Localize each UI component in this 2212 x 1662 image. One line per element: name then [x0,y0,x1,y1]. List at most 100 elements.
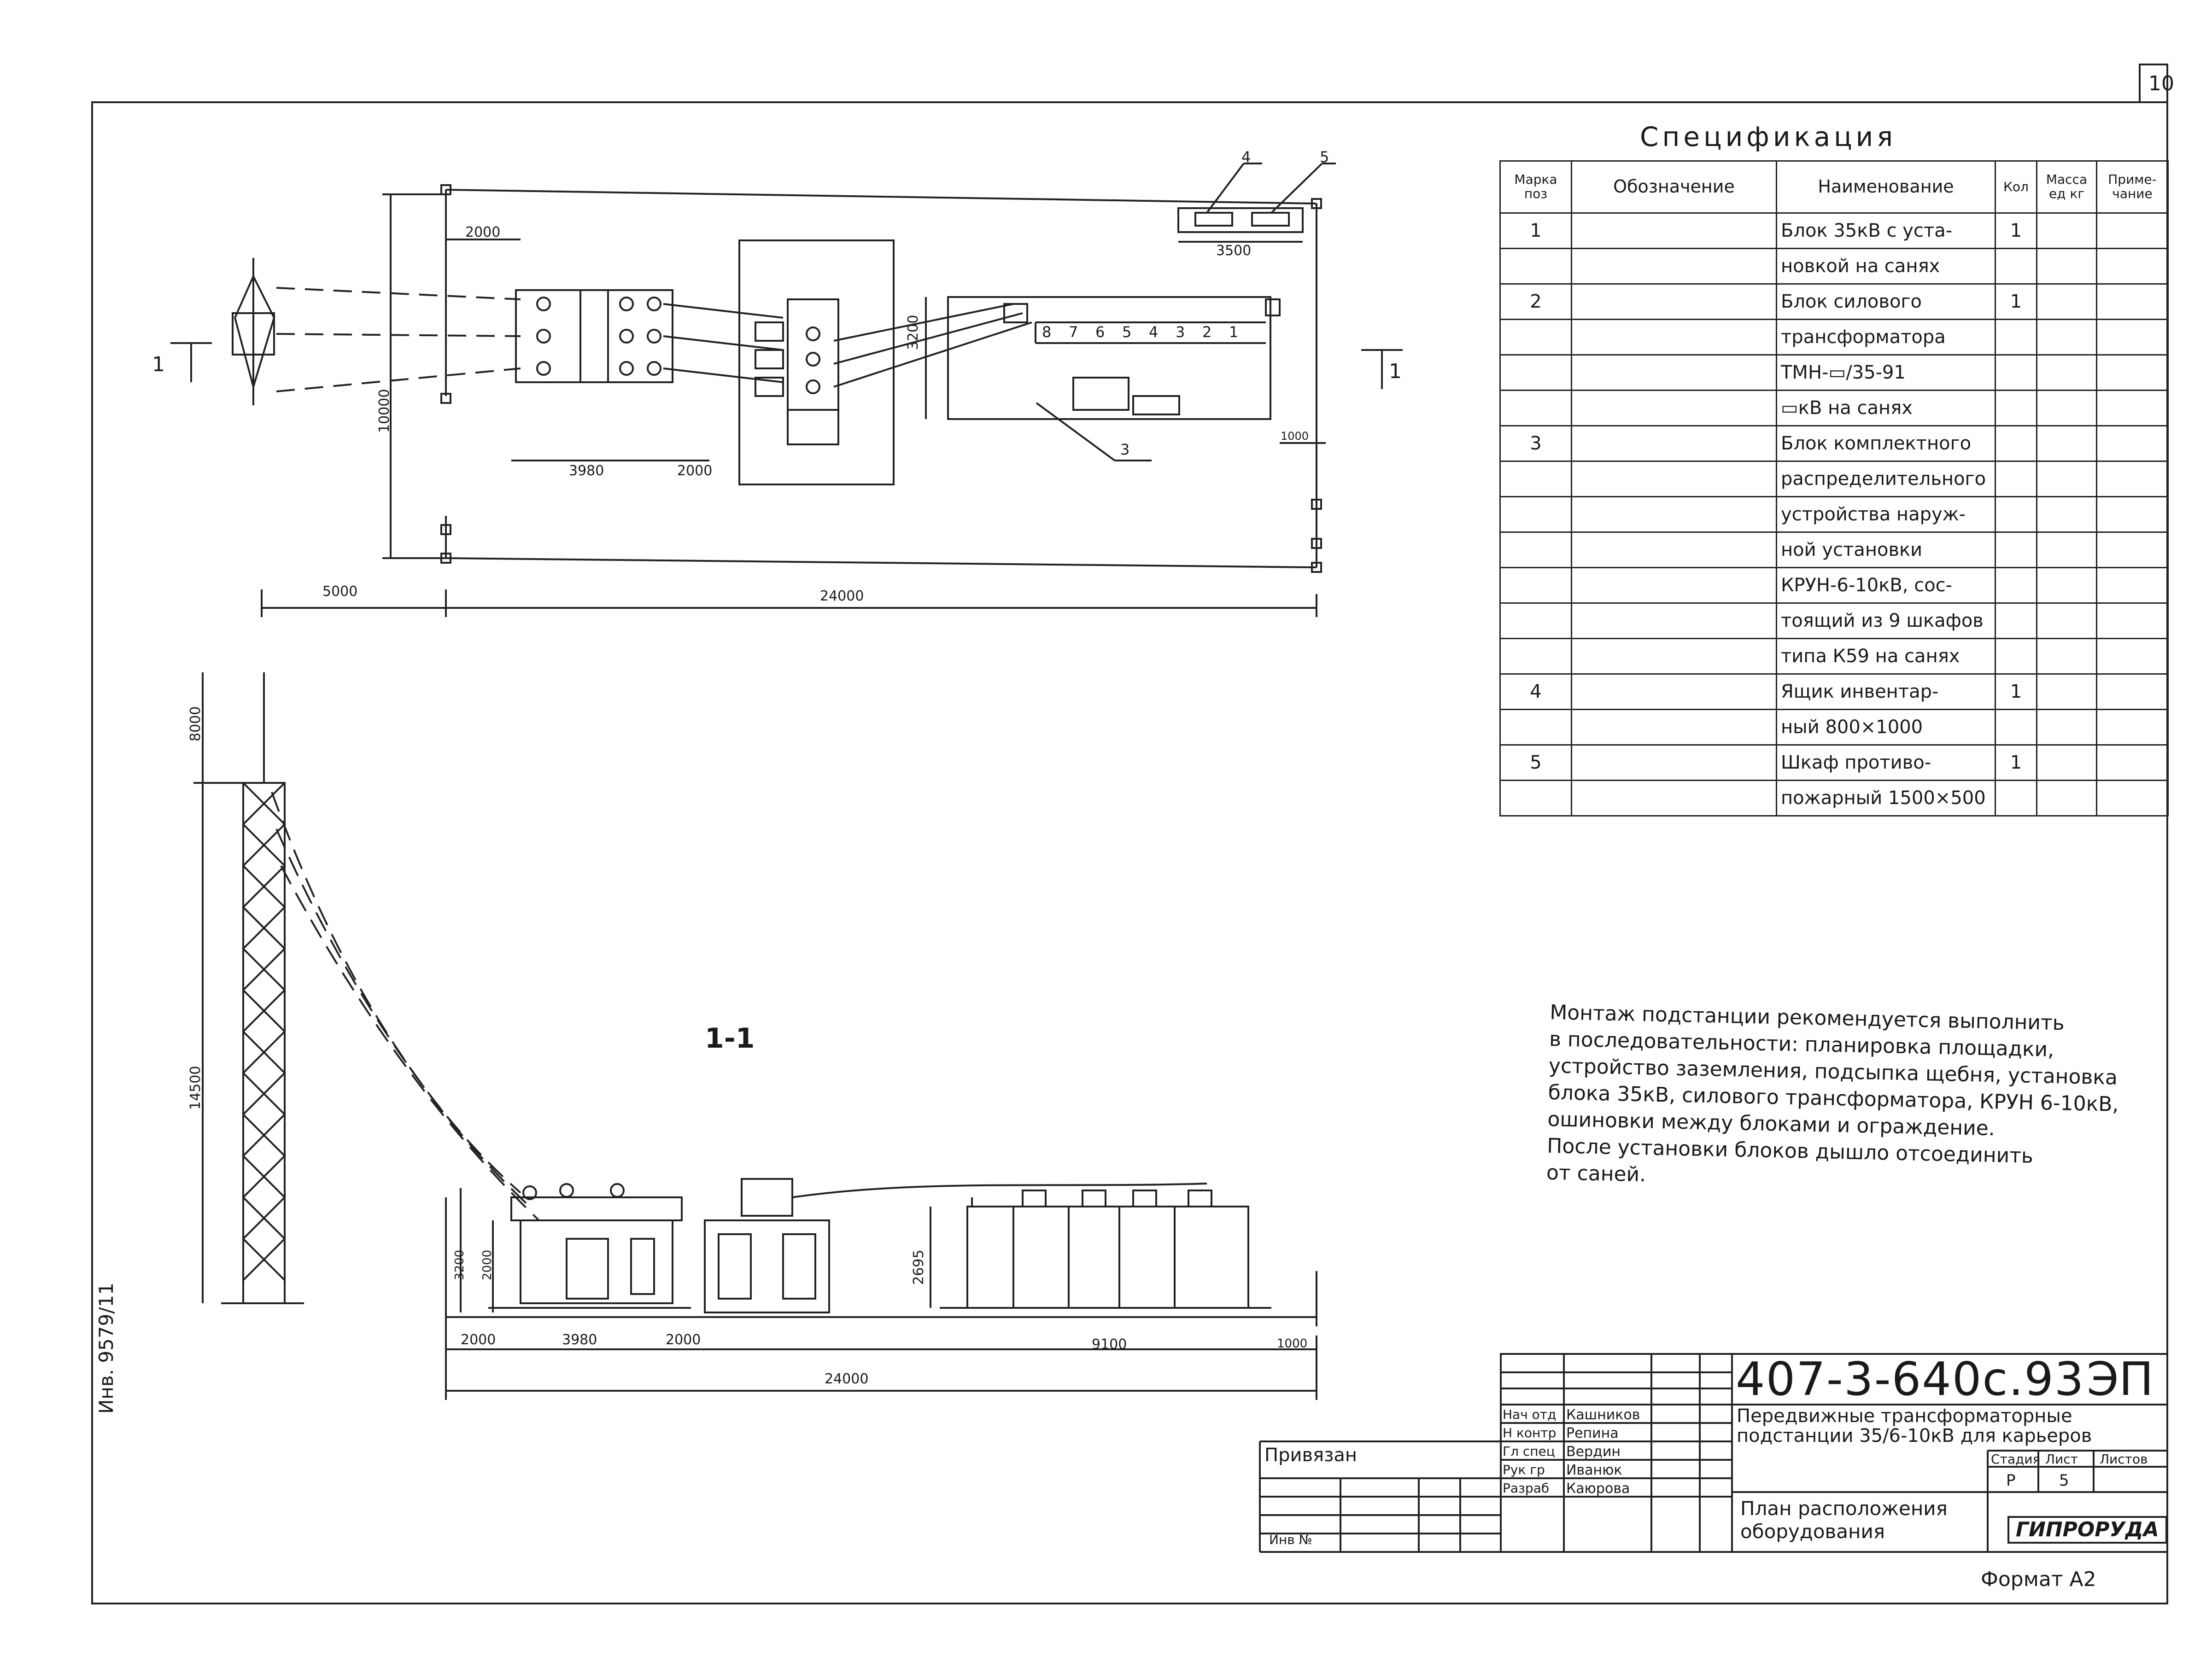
dim-3980-plan: 3980 [569,463,604,479]
cell-designation [1571,567,1777,604]
cell-mass [2036,567,2097,604]
cell-note [2096,531,2169,568]
sheet-value: 5 [2059,1471,2069,1490]
role-label: Нач отд [1503,1407,1557,1422]
document-code: 407-3-640с.93 [1736,1352,2085,1406]
cell-mass [2036,354,2097,391]
cell-qty [1995,531,2037,568]
dim-9100: 9100 [1092,1336,1127,1353]
col-qty: Кол [1995,160,2037,214]
project-title-line2: подстанции 35/6-10кВ для карьеров [1737,1425,2092,1446]
dim-2000-top: 2000 [465,224,501,240]
cell-pos: 4 [1499,673,1572,710]
dim-10000: 10000 [376,389,392,433]
cell-qty [1995,248,2037,285]
cell-pos: 5 [1499,744,1572,781]
role-person: Кашников [1566,1407,1640,1423]
role-label: Гл спец [1503,1444,1555,1459]
table-row: ТМН-▭/35-91 [1499,354,2169,391]
cell-qty [1995,319,2037,356]
cabinet-number: 1 [1229,323,1239,341]
dim-1000-plan: 1000 [1281,430,1309,443]
col-mass: Масса ед кг [2036,160,2097,214]
cell-note [2096,212,2169,249]
callout-4: 4 [1241,148,1251,166]
dim-2000-elev-b: 2000 [666,1332,701,1348]
table-row: КРУН-6-10кВ, сос- [1499,567,2169,604]
cell-note [2096,425,2169,462]
project-title-line1: Передвижные трансформаторные [1737,1405,2072,1427]
cell-note [2096,283,2169,320]
cell-designation [1571,638,1777,675]
cell-mass [2036,602,2097,639]
cell-mass [2036,212,2097,249]
cell-designation [1571,673,1777,710]
cell-pos: 2 [1499,283,1572,320]
title-block-lines [1259,1353,2168,1553]
cell-name: Блок комплектного [1776,425,1996,462]
role-label: Н контр [1503,1425,1557,1440]
sheet-format: Формат А2 [1981,1568,2096,1591]
cell-designation [1571,709,1777,746]
table-row: типа К59 на санях [1499,638,2169,675]
cell-pos [1499,780,1572,816]
cell-name: Ящик инвентар- [1776,673,1996,710]
specification-title: Спецификация [1640,121,1897,152]
cell-note [2096,354,2169,391]
cell-mass [2036,780,2097,816]
cell-mass [2036,531,2097,568]
cell-mass [2036,638,2097,675]
cell-qty [1995,780,2037,816]
cell-mass [2036,709,2097,746]
sheet-name-line1: План расположения [1740,1497,1948,1520]
cabinet-number: 2 [1202,323,1212,341]
role-person: Иванюк [1566,1462,1622,1478]
table-row: тоящий из 9 шкафов [1499,602,2169,639]
cell-designation [1571,248,1777,285]
table-row: ной установки [1499,531,2169,568]
cell-qty [1995,496,2037,533]
col-name: Наименование [1776,160,1996,214]
cell-note [2096,390,2169,426]
cell-designation [1571,354,1777,391]
cell-pos: 1 [1499,212,1572,249]
cell-name: типа К59 на санях [1776,638,1996,675]
cell-note [2096,567,2169,604]
role-person: Каюрова [1566,1481,1630,1497]
cell-name: ТМН-▭/35-91 [1776,354,1996,391]
specification-table: Марка поз Обозначение Наименование Кол М… [1499,160,2169,816]
col-note: Приме-чание [2096,160,2169,214]
cell-designation [1571,212,1777,249]
cell-qty: 1 [1995,212,2037,249]
section-marker-right: 1 [1389,360,1402,383]
role-label: Разраб [1503,1481,1550,1496]
cell-pos [1499,638,1572,675]
cell-pos [1499,602,1572,639]
cell-pos [1499,567,1572,604]
cell-name: тоящий из 9 шкафов [1776,602,1996,639]
cell-note [2096,780,2169,816]
cell-mass [2036,248,2097,285]
table-row: распределительного [1499,461,2169,497]
cell-qty: 1 [1995,744,2037,781]
cell-note [2096,319,2169,356]
dim-8000: 8000 [187,706,204,741]
dim-1000-elev: 1000 [1277,1337,1308,1351]
cell-pos [1499,531,1572,568]
cabinet-number: 6 [1095,323,1105,341]
dim-14500: 14500 [187,1066,204,1110]
table-row: ▭кВ на санях [1499,390,2169,426]
cabinet-number: 4 [1149,323,1159,341]
cell-name: КРУН-6-10кВ, сос- [1776,567,1996,604]
cell-name: Шкаф противо- [1776,744,1996,781]
cell-designation [1571,531,1777,568]
table-row: пожарный 1500×500 [1499,780,2169,816]
callout-3: 3 [1120,441,1130,458]
cell-designation [1571,319,1777,356]
cell-name: ▭кВ на санях [1776,390,1996,426]
cell-pos [1499,319,1572,356]
inv-no-label: Инв № [1269,1532,1312,1547]
